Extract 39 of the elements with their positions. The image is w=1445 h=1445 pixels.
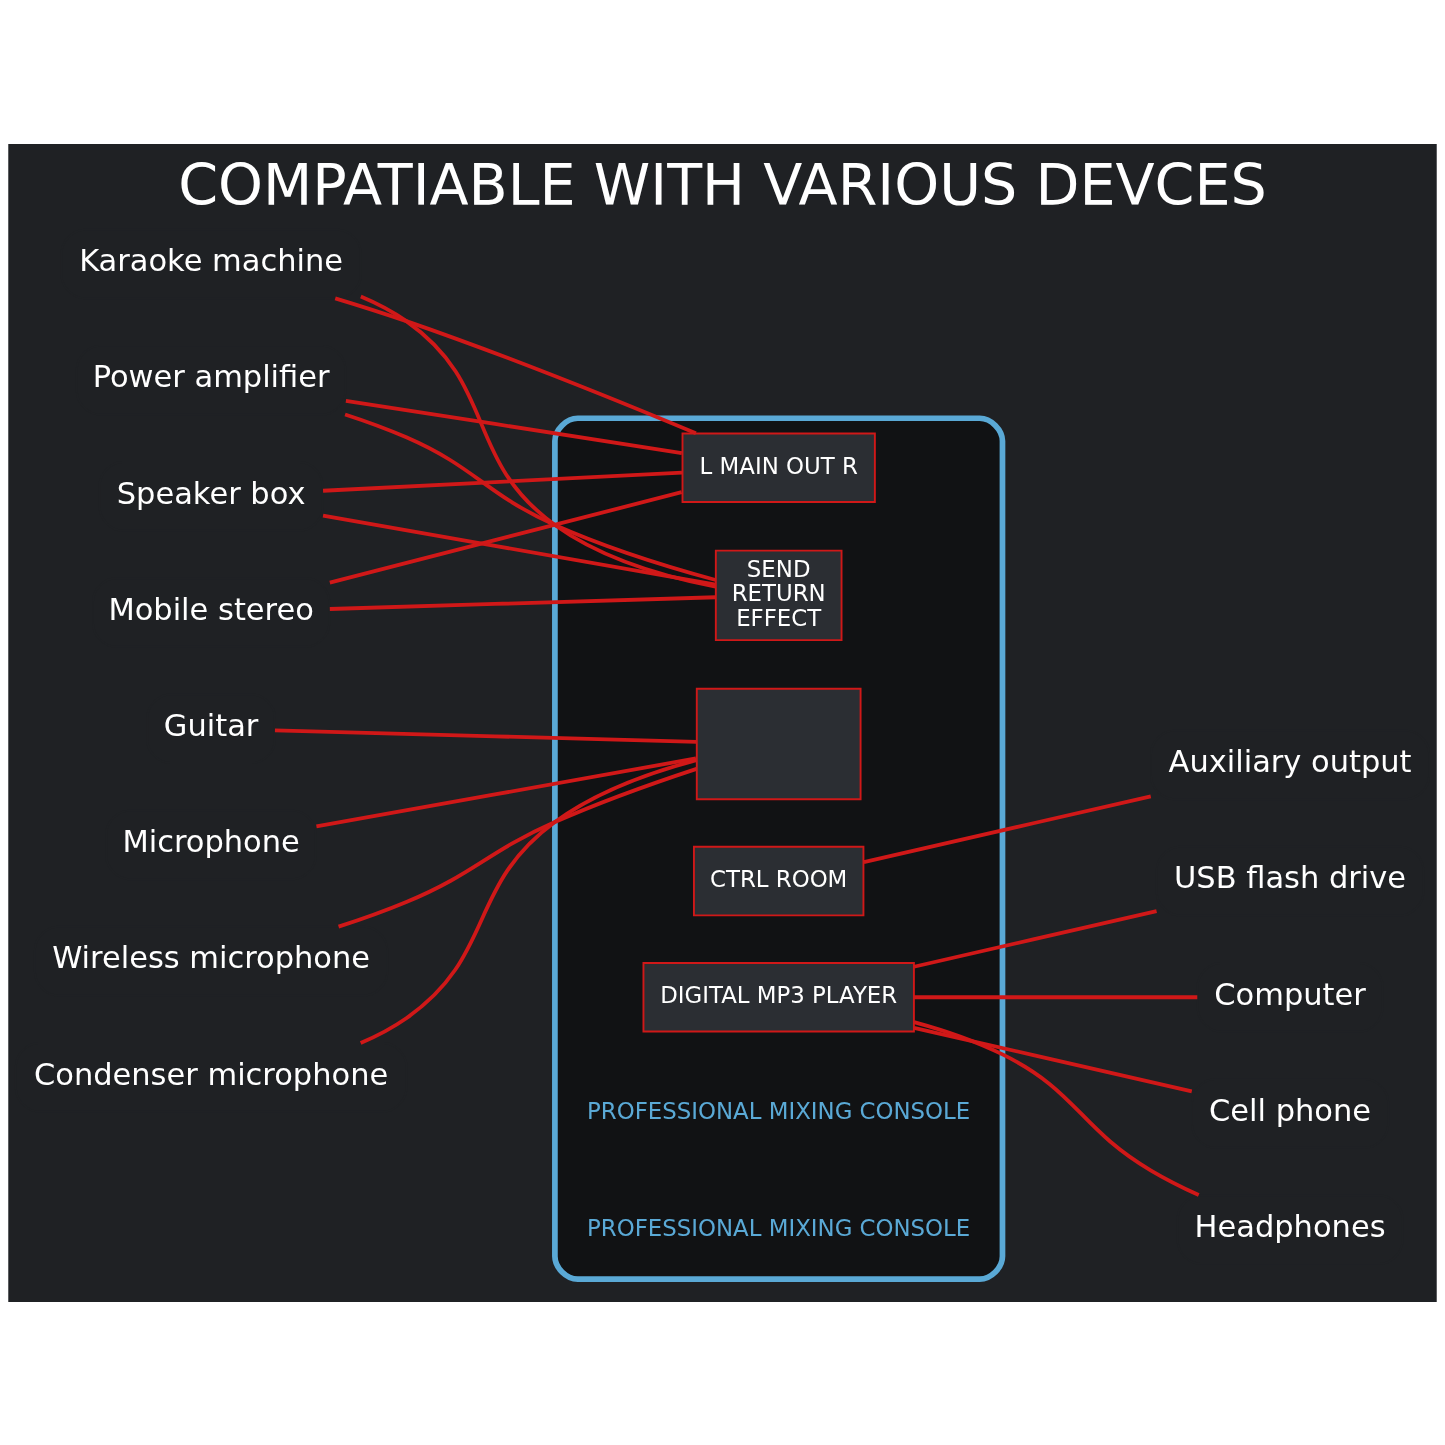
label: PROFESSIONAL MIXING CONSOLE [587, 1097, 971, 1124]
node-box [695, 687, 862, 800]
node-text: USB flash drive [1174, 859, 1407, 895]
label: PROFESSIONAL MIXING CONSOLE [587, 1214, 971, 1241]
node-text: Mobile stereo [108, 591, 314, 627]
connector [863, 794, 1152, 864]
node-text: Karaoke machine [79, 242, 344, 278]
node-text: Wireless microphone [52, 939, 371, 975]
node-text: Computer [1214, 976, 1366, 1011]
connector [338, 766, 698, 928]
connector [913, 1019, 1200, 1197]
connector [334, 296, 697, 435]
connector [913, 1025, 1193, 1093]
connector [360, 294, 716, 588]
node-box: CTRL ROOM [692, 845, 865, 916]
node-text: Headphones [1194, 1208, 1386, 1244]
connector [322, 470, 683, 493]
node-text: Speaker box [116, 475, 306, 511]
node-text: Condenser microphone [34, 1055, 389, 1091]
connector [913, 908, 1157, 969]
node-box: DIGITAL MP3 PLAYER [642, 961, 915, 1032]
connector [322, 513, 717, 587]
connector [359, 757, 697, 1045]
connector [913, 994, 1198, 999]
connector [274, 728, 697, 744]
diagram-title: COMPATIABLE WITH VARIOUS DEVCES [178, 151, 1267, 218]
node-text: Auxiliary output [1168, 743, 1412, 779]
node-box: SEND RETURN EFFECT [714, 549, 843, 641]
node-text: Guitar [163, 707, 259, 743]
node-text: Microphone [122, 823, 300, 859]
cluster [552, 414, 1006, 1282]
node-text: Cell phone [1209, 1092, 1372, 1128]
node-text: Power amplifier [92, 358, 330, 394]
connector [345, 398, 683, 455]
connector [329, 594, 716, 611]
node-box: L MAIN OUT R [681, 432, 876, 503]
connector [344, 412, 717, 582]
connector [329, 489, 683, 584]
connector [316, 756, 697, 828]
